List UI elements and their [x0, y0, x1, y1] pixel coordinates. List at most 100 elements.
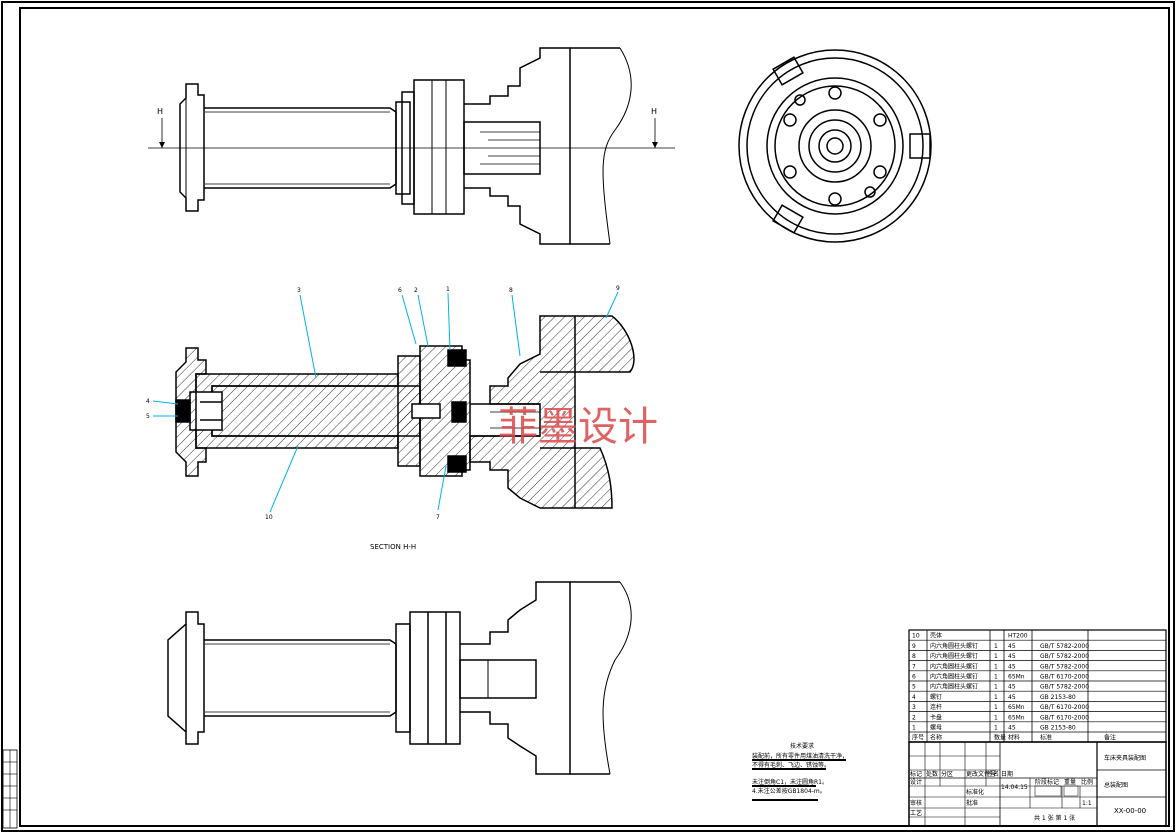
section-title: SECTION H-H — [370, 543, 416, 551]
tb-cell-mark: 标记 — [910, 770, 922, 778]
balloon-5: 5 — [146, 413, 150, 420]
bom-cell-name: 卡盘 — [930, 713, 942, 721]
tech-req-title: 技术要求 — [790, 742, 814, 750]
bom-cell-standard: GB 2153-80 — [1040, 725, 1076, 732]
tb-cell-sign: 签名 — [987, 770, 999, 778]
section-marker-right: H — [651, 107, 657, 116]
tech-req-line-2: 不得有毛刺、飞边、锈蚀等。 — [752, 761, 830, 769]
balloon-10: 10 — [265, 514, 273, 521]
bom-cell-qty: 1 — [994, 684, 998, 691]
date-value: 14.04.15 — [1001, 784, 1028, 791]
bom-cell-no: 6 — [912, 674, 916, 681]
balloon-1: 1 — [446, 286, 450, 293]
bom-cell-no: 4 — [912, 694, 916, 701]
bom-header-remark: 备注 — [1104, 734, 1116, 742]
margin-strip — [2, 749, 18, 829]
bom-cell-material: 45 — [1008, 694, 1016, 701]
bom-cell-name: 连杆 — [930, 703, 942, 711]
tech-req-line-5: 4.未注公差按GB1804-m。 — [752, 787, 826, 795]
tb-cell-change: 更改文件号 — [966, 770, 996, 778]
technical-requirements: 技术要求 装配前，所有零件用煤油清洗干净， 不得有毛刺、飞边、锈蚀等。 未注倒角… — [752, 742, 848, 801]
product-name: 车床夹具装配图 — [1104, 754, 1146, 762]
drawing-number: XX-00-00 — [1114, 807, 1146, 815]
bom-cell-name: 壳体 — [930, 632, 942, 640]
bom-cell-material: 45 — [1008, 725, 1016, 732]
balloon-8: 8 — [509, 287, 513, 294]
bom-cell-qty: 1 — [994, 725, 998, 732]
bom-cell-qty: 1 — [994, 663, 998, 670]
bom-cell-material: 45 — [1008, 684, 1016, 691]
bom-cell-no: 1 — [912, 725, 916, 732]
bom-cell-no: 7 — [912, 663, 916, 670]
bom-cell-no: 5 — [912, 684, 916, 691]
bom-cell-name: 内六角圆柱头螺钉 — [930, 642, 978, 650]
watermark: 菲墨设计 — [498, 404, 658, 450]
tb-cell-stage: 阶段标记 — [1035, 778, 1059, 786]
tb-cell-approve: 批准 — [966, 799, 978, 807]
bom-cell-standard: GB/T 6170-2000 — [1040, 714, 1089, 721]
bom-cell-material: 65Mn — [1008, 714, 1025, 721]
bom-table — [908, 629, 1167, 743]
sheet-info: 共 1 张 第 1 张 — [1034, 814, 1075, 822]
inner-frame — [19, 7, 1170, 827]
bom-cell-no: 8 — [912, 653, 916, 660]
balloon-3: 3 — [297, 287, 301, 294]
bom-header-name: 名称 — [930, 734, 942, 742]
bom-cell-standard: GB/T 5782-2000 — [1040, 653, 1089, 660]
tech-req-line-1: 装配前，所有零件用煤油清洗干净， — [752, 752, 848, 760]
balloon-6: 6 — [398, 287, 402, 294]
tb-cell-review: 审核 — [910, 799, 922, 807]
end-view — [738, 49, 932, 243]
tb-cell-process: 工艺 — [910, 809, 922, 817]
bom-cell-standard: GB/T 5782-2000 — [1040, 663, 1089, 670]
tb-cell-count: 处数 — [926, 770, 938, 778]
bom-cell-material: 45 — [1008, 643, 1016, 650]
bom-cell-material: HT200 — [1008, 633, 1028, 640]
balloon-9: 9 — [616, 285, 620, 292]
bom-cell-qty: 1 — [994, 643, 998, 650]
bom-header-no: 序号 — [912, 734, 924, 742]
bom-cell-standard: GB/T 6170-2000 — [1040, 674, 1089, 681]
bom-cell-qty: 1 — [994, 704, 998, 711]
section-view — [175, 315, 635, 509]
title-block — [908, 741, 1167, 827]
bom-cell-no: 10 — [912, 633, 920, 640]
scale-value: 1:1 — [1082, 800, 1092, 807]
bom-cell-material: 65Mn — [1008, 674, 1025, 681]
balloon-7: 7 — [436, 514, 440, 521]
balloon-4: 4 — [146, 398, 150, 405]
bom-header-qty: 数量 — [994, 734, 1006, 742]
bom-cell-material: 65Mn — [1008, 704, 1025, 711]
bom-cell-name: 内六角圆柱头螺钉 — [930, 662, 978, 670]
bom-cell-standard: GB/T 6170-2000 — [1040, 704, 1089, 711]
drawing-subtitle: 总装配图 — [1104, 781, 1128, 789]
balloon-2: 2 — [414, 287, 418, 294]
leader-lines — [152, 291, 619, 513]
tb-cell-weight: 重量 — [1064, 778, 1076, 786]
tech-req-line-4: 未注倒角C1，未注圆角R1。 — [752, 778, 828, 786]
bom-cell-material: 45 — [1008, 663, 1016, 670]
bom-cell-no: 9 — [912, 643, 916, 650]
bom-cell-qty: 1 — [994, 653, 998, 660]
bom-cell-material: 45 — [1008, 653, 1016, 660]
bom-cell-standard: GB/T 5782-2000 — [1040, 684, 1089, 691]
bom-cell-no: 2 — [912, 714, 916, 721]
bom-cell-qty: 1 — [994, 694, 998, 701]
tb-cell-date: 日期 — [1001, 770, 1013, 778]
bom-cell-name: 内六角圆柱头螺钉 — [930, 673, 978, 681]
tb-cell-design: 设计 — [910, 778, 922, 786]
bom-cell-name: 螺母 — [930, 724, 942, 732]
tb-cell-zone: 分区 — [941, 770, 953, 778]
bom-header-material: 材料 — [1008, 734, 1020, 742]
top-view — [148, 47, 675, 245]
bom-cell-name: 内六角圆柱头螺钉 — [930, 652, 978, 660]
bottom-view — [167, 581, 632, 775]
bom-cell-name: 螺钉 — [930, 693, 942, 701]
bom-cell-qty: 1 — [994, 674, 998, 681]
bom-cell-standard: GB/T 5782-2000 — [1040, 643, 1089, 650]
section-markers: H H — [157, 107, 658, 148]
section-marker-left: H — [157, 107, 163, 116]
